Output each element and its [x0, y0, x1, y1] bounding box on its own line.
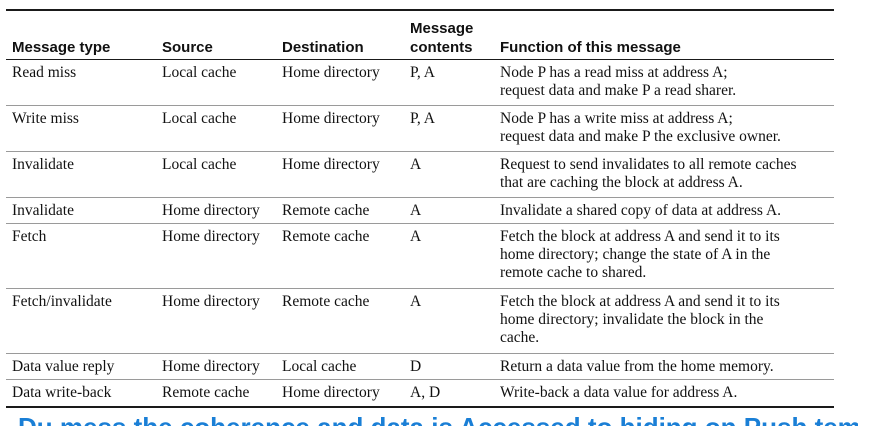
function-line: that are caching the block at address A.	[500, 174, 743, 191]
function-line: Fetch the block at address A and send it…	[500, 293, 780, 310]
table-header-rule	[6, 59, 834, 60]
cell-contents: P, A	[410, 64, 435, 81]
function-line: Node P has a write miss at address A;	[500, 110, 733, 127]
cell-contents: P, A	[410, 110, 435, 127]
table-row: Invalidate Home directory Remote cache A…	[6, 198, 834, 224]
cell-source: Remote cache	[162, 384, 250, 401]
message-table: Message type Source Destination Message …	[6, 9, 834, 408]
cell-function: Fetch the block at address A and send it…	[494, 289, 834, 353]
function-line: Invalidate a shared copy of data at addr…	[500, 202, 782, 219]
cell-source: Local cache	[162, 64, 237, 81]
cell-destination: Local cache	[282, 358, 357, 375]
table-body: Read miss Local cache Home directory P, …	[6, 60, 834, 406]
cell-destination: Home directory	[282, 110, 380, 127]
cell-contents: A	[410, 156, 422, 173]
cell-destination: Home directory	[282, 156, 380, 173]
function-line: home directory; invalidate the block in …	[500, 311, 764, 328]
cell-source: Local cache	[162, 110, 237, 127]
header-function: Function of this message	[500, 39, 681, 56]
cell-function: Request to send invalidates to all remot…	[494, 152, 834, 197]
function-line: Node P has a read miss at address A;	[500, 64, 728, 81]
cell-destination: Remote cache	[282, 228, 370, 245]
cut-off-caption-text: Du mess the coherence and data is Access…	[18, 412, 858, 426]
table-row: Fetch/invalidate Home directory Remote c…	[6, 289, 834, 354]
function-line: remote cache to shared.	[500, 264, 647, 281]
cell-function: Node P has a read miss at address A; req…	[494, 60, 834, 105]
cell-message-type: Fetch/invalidate	[12, 293, 112, 310]
function-line: Request to send invalidates to all remot…	[500, 156, 797, 173]
cell-message-type: Write miss	[12, 110, 79, 127]
cell-source: Home directory	[162, 228, 260, 245]
function-line: request data and make P a read sharer.	[500, 82, 737, 99]
cell-function: Write-back a data value for address A.	[494, 380, 834, 406]
cell-function: Node P has a write miss at address A; re…	[494, 106, 834, 151]
cell-destination: Remote cache	[282, 202, 370, 219]
table-bottom-rule	[6, 406, 834, 408]
cell-source: Home directory	[162, 358, 260, 375]
cell-function: Fetch the block at address A and send it…	[494, 224, 834, 288]
cell-function: Return a data value from the home memory…	[494, 354, 834, 379]
table-row: Data value reply Home directory Local ca…	[6, 354, 834, 380]
cell-source: Home directory	[162, 293, 260, 310]
cell-message-type: Invalidate	[12, 202, 74, 219]
cell-contents: A, D	[410, 384, 441, 401]
cell-destination: Home directory	[282, 384, 380, 401]
cell-message-type: Data value reply	[12, 358, 115, 375]
cell-message-type: Invalidate	[12, 156, 74, 173]
function-line: Fetch the block at address A and send it…	[500, 228, 780, 245]
function-line: Return a data value from the home memory…	[500, 358, 774, 375]
table-row: Fetch Home directory Remote cache A Fetc…	[6, 224, 834, 289]
table-top-rule	[6, 9, 834, 11]
table-row: Read miss Local cache Home directory P, …	[6, 60, 834, 106]
table-row: Invalidate Local cache Home directory A …	[6, 152, 834, 198]
function-line: cache.	[500, 329, 540, 346]
header-destination: Destination	[282, 39, 364, 56]
cell-function: Invalidate a shared copy of data at addr…	[494, 198, 834, 223]
cell-destination: Remote cache	[282, 293, 370, 310]
header-message-type: Message type	[12, 39, 111, 56]
cell-message-type: Read miss	[12, 64, 77, 81]
header-message-contents: Message contents	[404, 19, 494, 57]
cell-source: Local cache	[162, 156, 237, 173]
cell-contents: A	[410, 228, 422, 245]
header-contents-line1: Message	[410, 20, 474, 37]
cell-destination: Home directory	[282, 64, 380, 81]
cell-contents: A	[410, 293, 422, 310]
header-contents-line2: contents	[410, 39, 473, 56]
function-line: Write-back a data value for address A.	[500, 384, 738, 401]
cell-message-type: Data write-back	[12, 384, 112, 401]
table-row: Write miss Local cache Home directory P,…	[6, 106, 834, 152]
table-row: Data write-back Remote cache Home direct…	[6, 380, 834, 406]
table-header-row: Message type Source Destination Message …	[6, 11, 834, 59]
cell-contents: D	[410, 358, 422, 375]
header-source: Source	[162, 39, 213, 56]
function-line: home directory; change the state of A in…	[500, 246, 771, 263]
function-line: request data and make P the exclusive ow…	[500, 128, 781, 145]
cell-contents: A	[410, 202, 422, 219]
cell-message-type: Fetch	[12, 228, 47, 245]
cell-source: Home directory	[162, 202, 260, 219]
